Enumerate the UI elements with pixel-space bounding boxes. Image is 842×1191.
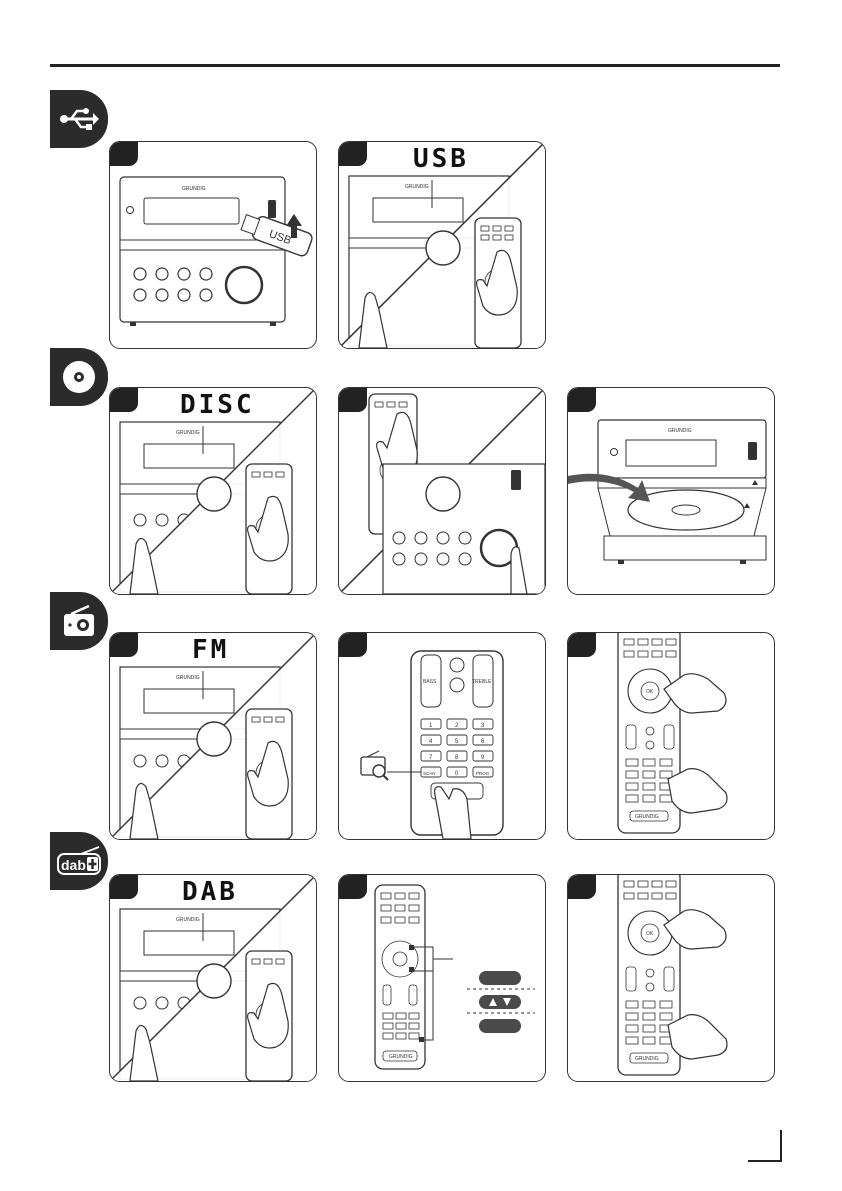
usb-step-insert-stick: GRUNDIG USB <box>109 141 317 349</box>
stereo-unit-illustration: GRUNDIG USB <box>110 142 316 348</box>
usb-section-tab <box>50 90 108 148</box>
step-marker <box>568 875 596 899</box>
remote-tune-illustration: OK GRUNDIG <box>568 633 774 839</box>
scan-key-label: SCAN <box>423 771 436 776</box>
fm-step-scan: BASS TREBLE 1 2 3 4 5 6 7 8 9 SCAN 0 PRO… <box>338 632 546 840</box>
brand-label: GRUNDIG <box>182 186 206 192</box>
step-marker <box>568 388 596 412</box>
step-button-pill-3 <box>479 1019 521 1033</box>
radio-section-tab <box>50 592 108 650</box>
dab-step-navigate: GRUNDIG <box>338 874 546 1082</box>
disc-step-insert-cd: GRUNDIG <box>567 387 775 595</box>
dab-step-select-station: OK GRUNDIG <box>567 874 775 1082</box>
brand-label: GRUNDIG <box>635 814 659 820</box>
remote-scan-illustration: BASS TREBLE 1 2 3 4 5 6 7 8 9 SCAN 0 PRO… <box>339 633 545 839</box>
dab-icon-label: dab <box>61 857 86 873</box>
step-marker <box>339 875 367 899</box>
brand-label: GRUNDIG <box>405 184 429 190</box>
fm-step-select-source: GRUNDIG FM <box>109 632 317 840</box>
disc-step-select-source: GRUNDIG DISC <box>109 387 317 595</box>
brand-label: GRUNDIG <box>389 1054 413 1060</box>
ok-label: OK <box>646 931 654 937</box>
lcd-display-dab: DAB <box>182 877 238 907</box>
brand-label: GRUNDIG <box>668 428 692 434</box>
step-marker <box>339 142 367 166</box>
step-marker <box>568 633 596 657</box>
treble-label: TREBLE <box>472 679 492 685</box>
step-button-pill-1 <box>479 971 521 985</box>
radio-scan-icon <box>361 751 388 780</box>
remote-select-illustration: OK GRUNDIG <box>568 875 774 1081</box>
top-rule <box>50 64 780 67</box>
up-down-button-pill <box>479 995 521 1009</box>
step-marker <box>110 388 138 412</box>
fm-step-tune: OK GRUNDIG <box>567 632 775 840</box>
brand-label: GRUNDIG <box>176 430 200 436</box>
insert-cd-illustration: GRUNDIG <box>568 388 774 594</box>
dab-section-tab: dab <box>50 832 108 890</box>
lcd-display-fm: FM <box>192 635 229 665</box>
lcd-display-usb: USB <box>413 144 469 174</box>
disc-section-tab <box>50 348 108 406</box>
page-corner-mark <box>748 1130 782 1162</box>
prog-key-label: PROG <box>476 771 490 776</box>
open-tray-illustration <box>339 388 545 594</box>
disc-icon <box>61 359 97 395</box>
lcd-display-disc: DISC <box>180 390 255 420</box>
disc-step-open-tray <box>338 387 546 595</box>
usb-icon <box>59 107 99 131</box>
step-marker <box>110 142 138 166</box>
dab-plus-icon: dab <box>57 845 101 877</box>
brand-label: GRUNDIG <box>176 917 200 923</box>
step-marker <box>110 875 138 899</box>
step-marker <box>110 633 138 657</box>
radio-icon <box>61 604 97 638</box>
step-marker <box>339 633 367 657</box>
remote-navigate-illustration: GRUNDIG <box>339 875 545 1081</box>
brand-label: GRUNDIG <box>176 675 200 681</box>
dab-step-select-source: GRUNDIG DAB <box>109 874 317 1082</box>
usb-step-select-source: GRUNDIG USB <box>338 141 546 349</box>
brand-label: GRUNDIG <box>635 1056 659 1062</box>
ok-label: OK <box>646 689 654 695</box>
bass-label: BASS <box>423 679 437 685</box>
step-marker <box>339 388 367 412</box>
